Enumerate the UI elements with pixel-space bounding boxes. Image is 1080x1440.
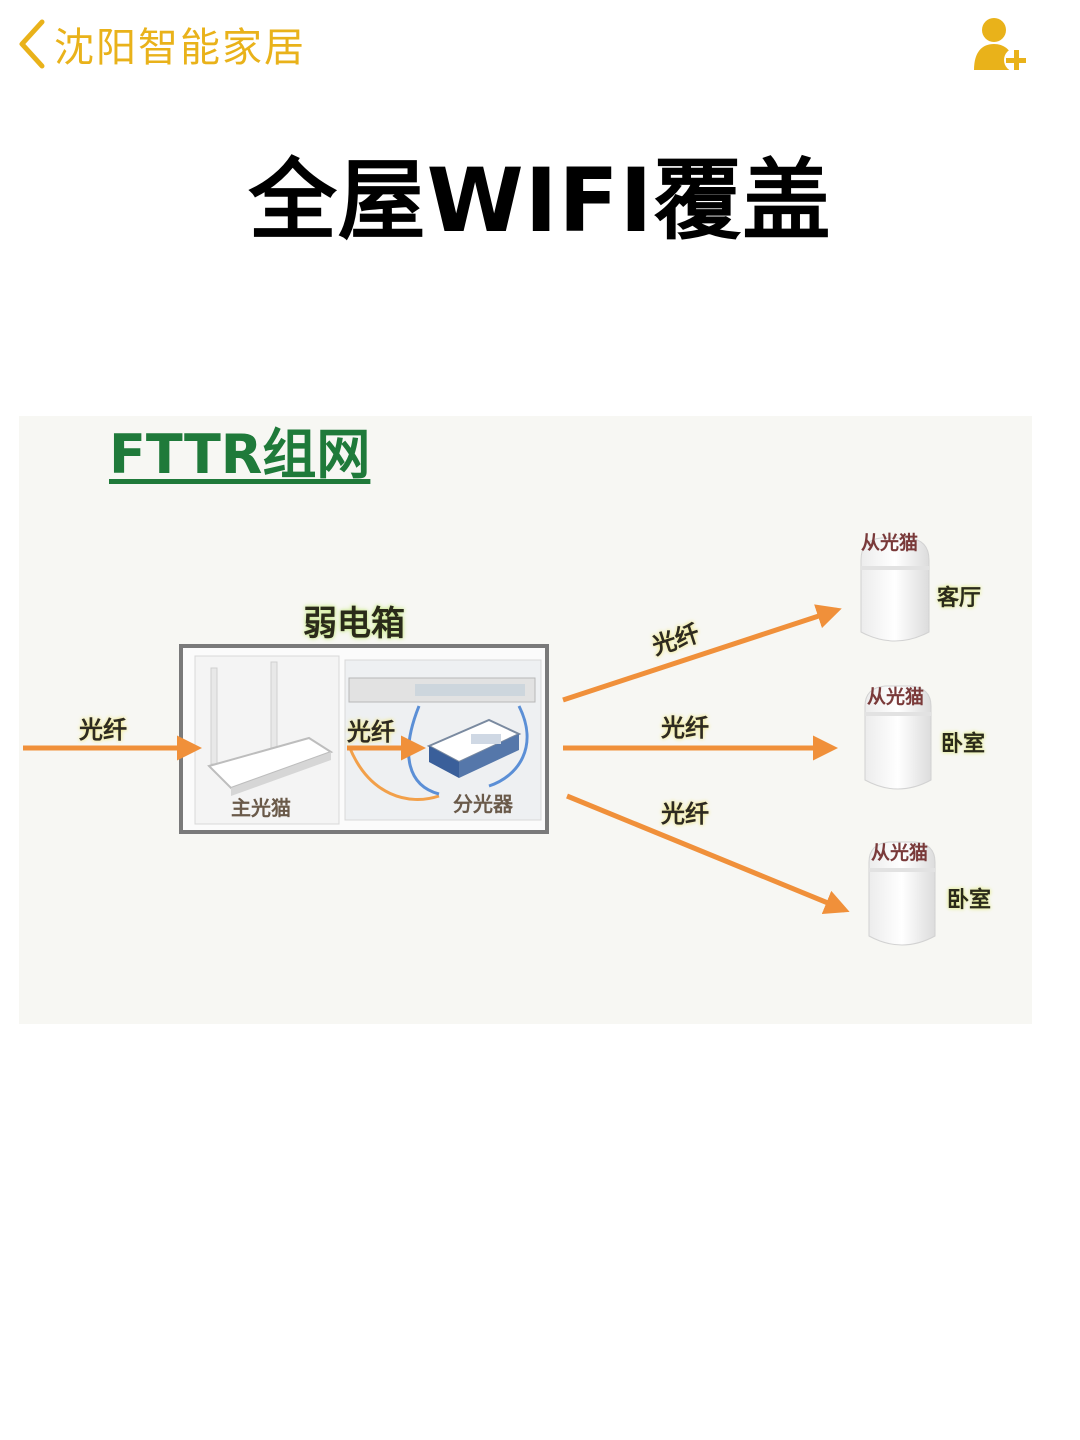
satellite-label: 从光猫 <box>861 532 919 554</box>
chevron-left-icon <box>19 19 45 69</box>
satellite-pod-icon <box>868 841 936 946</box>
room-label: 卧室 <box>947 888 992 913</box>
diagram-heading: FTTR组网 <box>109 423 371 486</box>
internal-fiber-label: 光纤 <box>347 718 395 746</box>
user-add-icon[interactable] <box>970 14 1030 74</box>
satellite-label: 从光猫 <box>871 842 929 864</box>
router-icon <box>207 661 334 796</box>
branch-fiber-label: 光纤 <box>661 800 709 828</box>
splitter-icon <box>426 718 522 778</box>
branch-fiber-label: 光纤 <box>661 714 709 742</box>
main-modem-label: 主光猫 <box>231 796 291 820</box>
room-label: 客厅 <box>937 586 982 611</box>
page-title: 全屋WIFI覆盖 <box>248 149 832 252</box>
weak-current-box-label: 弱电箱 <box>303 604 405 644</box>
satellite-pod-icon <box>864 685 932 790</box>
incoming-fiber-label: 光纤 <box>79 716 127 744</box>
satellite-pod-icon <box>860 537 930 642</box>
fttr-diagram: FTTR组网 弱电箱 光纤 光纤 主光猫 分光器 光纤 光纤 光纤 从光猫 客厅… <box>19 416 1032 1024</box>
splitter-label: 分光器 <box>453 792 513 816</box>
fiber-arrow-branch-1 <box>562 604 842 703</box>
nav-title: 沈阳智能家居 <box>54 25 306 71</box>
patch-panel-icon <box>348 677 536 703</box>
room-label: 卧室 <box>941 732 986 757</box>
fiber-arrow-branch-3 <box>566 793 850 914</box>
diagram-graphics <box>23 537 936 946</box>
back-button[interactable]: 沈阳智能家居 <box>14 14 306 74</box>
top-nav-bar: 沈阳智能家居 <box>0 0 1080 90</box>
satellite-label: 从光猫 <box>867 686 925 708</box>
